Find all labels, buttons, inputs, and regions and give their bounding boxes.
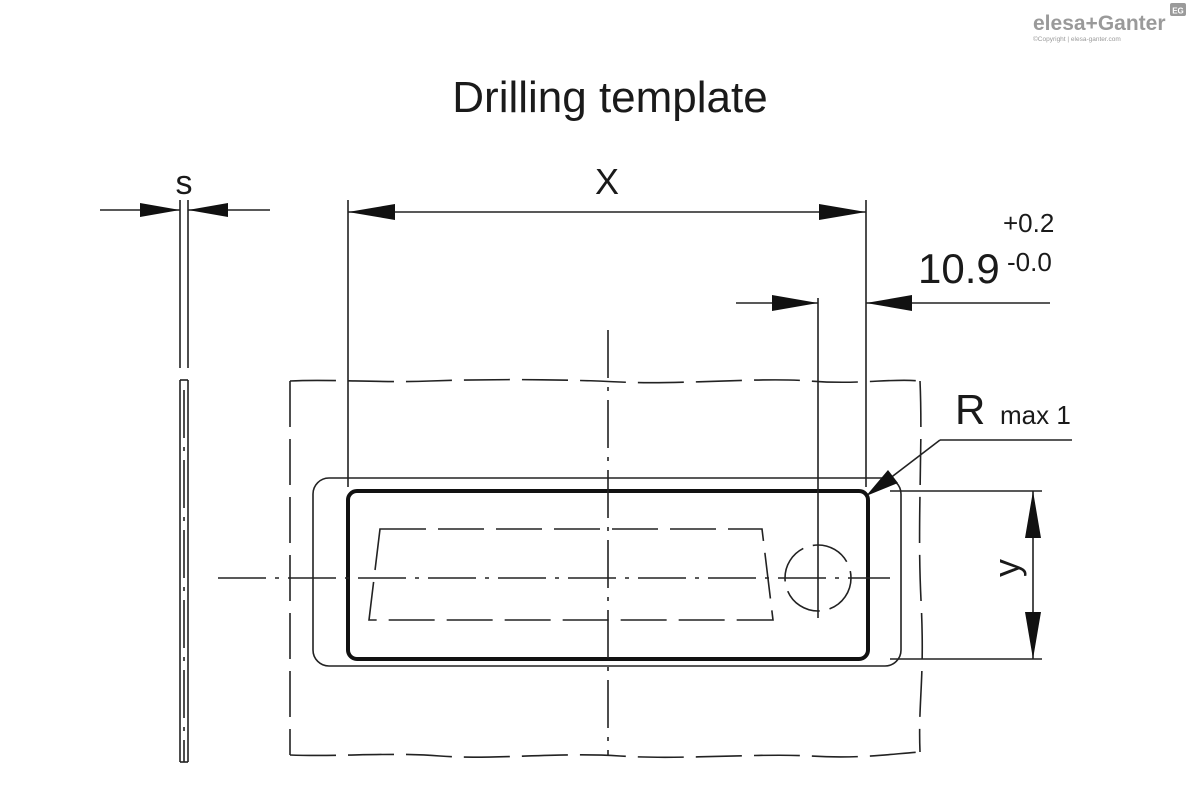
dim-offset-tolerance-lower: -0.0 [1007,247,1052,277]
dim-s-arrow-left [140,203,180,217]
outer-contour [312,477,902,667]
elesa-ganter-logo: elesa+Ganter EG ©Copyright | elesa-gante… [1033,3,1186,43]
dim-x-label: X [595,161,619,202]
hidden-inner-contour [368,528,774,621]
dim-offset-value: 10.9 [918,245,1000,292]
dimension-y: y [890,490,1042,660]
logo-badge-text: EG [1172,7,1184,16]
logo-badge-box [1170,3,1186,16]
radius-R-label: R [955,386,985,433]
dim-y-arrow-bottom [1025,612,1041,659]
dim-x-arrow-left [348,204,395,220]
dim-y-label: y [986,559,1027,577]
dim-s-label: s [176,164,193,202]
dimension-offset: 10.9 +0.2 -0.0 [736,208,1054,311]
panel-outline [289,378,924,759]
radius-callout: R max 1 [866,386,1072,496]
logo-brand-text: elesa+Ganter [1033,12,1166,35]
side-view-panel [179,200,189,763]
radius-leader-arrow [866,470,898,496]
dim-offset-arrow-right [866,295,912,311]
dim-offset-tolerance-upper: +0.2 [1003,208,1054,238]
dim-s-arrow-right [188,203,228,217]
dim-x-arrow-right [819,204,866,220]
dimension-s: s [100,164,270,217]
dimension-x: X [347,161,867,487]
logo-copyright-text: ©Copyright | elesa-ganter.com [1033,35,1121,43]
drawing-title: Drilling template [452,73,767,122]
radius-note-label: max 1 [1000,400,1071,430]
dim-y-arrow-top [1025,491,1041,538]
dim-offset-arrow-left [772,295,818,311]
